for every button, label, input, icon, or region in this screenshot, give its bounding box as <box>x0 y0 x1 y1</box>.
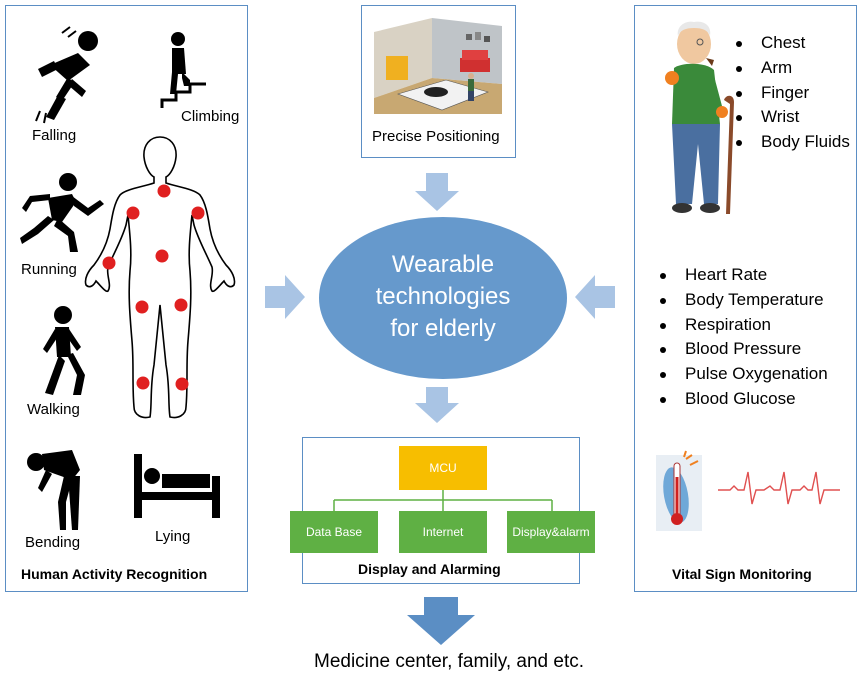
vital-item-heart-rate: Heart Rate <box>657 263 828 288</box>
climbing-person-icon <box>160 32 206 108</box>
activity-label-running: Running <box>21 261 77 278</box>
body-sensor-outline <box>84 136 236 419</box>
thermometer-icon <box>656 450 702 531</box>
location-item-wrist: Wrist <box>733 105 850 130</box>
vital-item-blood-pressure: Blood Pressure <box>657 337 828 362</box>
display-alarming-caption: Display and Alarming <box>358 561 501 577</box>
sensor-location-list: Chest Arm Finger Wrist Body Fluids <box>733 31 850 155</box>
location-item-body-fluids: Body Fluids <box>733 130 850 155</box>
elderly-man-illustration <box>665 21 734 214</box>
vital-item-body-temperature: Body Temperature <box>657 288 828 313</box>
activity-label-lying: Lying <box>155 528 191 545</box>
bending-person-icon <box>27 450 80 530</box>
arrow-down-top-icon <box>415 173 459 211</box>
location-item-chest: Chest <box>733 31 850 56</box>
arrow-down-bottom-icon <box>407 597 475 645</box>
center-ellipse <box>319 217 567 379</box>
mcu-box: MCU <box>399 446 487 490</box>
location-item-finger: Finger <box>733 81 850 106</box>
internet-box: Internet <box>399 511 487 553</box>
activity-label-climbing: Climbing <box>181 108 240 125</box>
display-alarm-box: Display&alarm <box>507 511 595 553</box>
activity-label-bending: Bending <box>25 534 81 551</box>
vital-item-blood-glucose: Blood Glucose <box>657 387 828 412</box>
center-title-line-1: Wearable <box>391 251 495 278</box>
center-title: Wearable technologies for elderly <box>318 249 568 345</box>
footer-text: Medicine center, family, and etc. <box>314 651 584 672</box>
mcu-connector-lines <box>333 490 553 512</box>
activity-label-falling: Falling <box>32 127 77 144</box>
running-person-icon <box>20 173 104 252</box>
vital-sign-caption: Vital Sign Monitoring <box>672 566 812 582</box>
walking-person-icon <box>43 306 85 395</box>
falling-person-icon <box>35 26 98 124</box>
arrow-right-left-icon <box>265 275 305 319</box>
activity-label-walking: Walking <box>27 401 80 418</box>
positioning-caption: Precise Positioning <box>372 128 500 145</box>
lying-in-bed-icon <box>134 454 220 518</box>
vital-item-pulse-oxygenation: Pulse Oxygenation <box>657 362 828 387</box>
database-box: Data Base <box>290 511 378 553</box>
center-title-line-2: technologies <box>375 283 511 310</box>
vital-sign-list: Heart Rate Body Temperature Respiration … <box>657 263 828 412</box>
heartbeat-wave-icon <box>718 471 840 505</box>
vital-item-respiration: Respiration <box>657 313 828 338</box>
location-item-arm: Arm <box>733 56 850 81</box>
arrow-down-middle-icon <box>415 387 459 423</box>
arrow-left-right-icon <box>575 275 615 319</box>
room-illustration <box>374 18 502 114</box>
activity-recognition-caption: Human Activity Recognition <box>21 566 208 582</box>
center-title-line-3: for elderly <box>390 315 496 342</box>
